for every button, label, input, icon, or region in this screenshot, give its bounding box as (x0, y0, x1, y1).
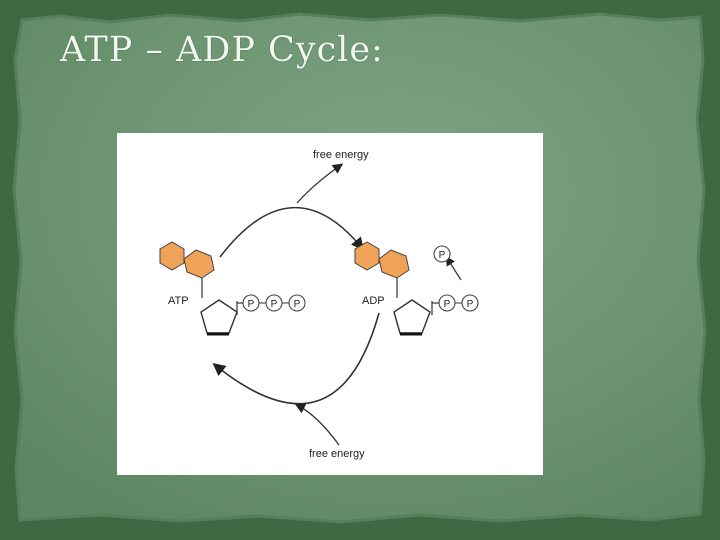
energy-release-arrow (296, 163, 344, 204)
atp-phosphate-2-label: P (271, 299, 278, 310)
phosphate-release-arrow (445, 255, 462, 281)
slide-title: ATP – ADP Cycle: (60, 30, 384, 70)
top-free-energy-label: free energy (313, 149, 369, 161)
atp-label: ATP (168, 295, 189, 307)
atp-adp-cycle-diagram: free energy free energy ATP P (159, 149, 479, 460)
atp-base-ring-left (159, 241, 185, 271)
adp-phosphate-2-label: P (467, 299, 474, 310)
adp-base-ring-left (354, 241, 380, 271)
adp-phosphate-1-label: P (444, 299, 451, 310)
adp-phosphate-2 (461, 294, 479, 312)
atp-phosphate-3 (288, 294, 306, 312)
atp-phosphate-3-label: P (294, 299, 301, 310)
bottom-cycle-arrow (212, 312, 380, 405)
diagram-panel: free energy free energy ATP P (117, 133, 543, 475)
atp-phosphate-1-label: P (248, 299, 255, 310)
bottom-free-energy-label: free energy (309, 448, 365, 460)
adp-label: ADP (362, 295, 385, 307)
top-cycle-arrow (219, 206, 365, 258)
released-phosphate: P (433, 245, 451, 263)
adp-base-ring-right (378, 249, 410, 279)
adp-molecule: ADP P P (354, 241, 479, 336)
adp-phosphate-chain: P P (438, 294, 479, 312)
energy-input-arrow (294, 403, 340, 446)
adp-sugar-ring (393, 299, 431, 334)
released-phosphate-label: P (439, 250, 446, 261)
atp-sugar-ring (200, 299, 238, 334)
atp-base-ring-right (183, 249, 215, 279)
atp-phosphate-chain: P P P (242, 294, 306, 312)
atp-molecule: ATP P P P (159, 241, 306, 336)
